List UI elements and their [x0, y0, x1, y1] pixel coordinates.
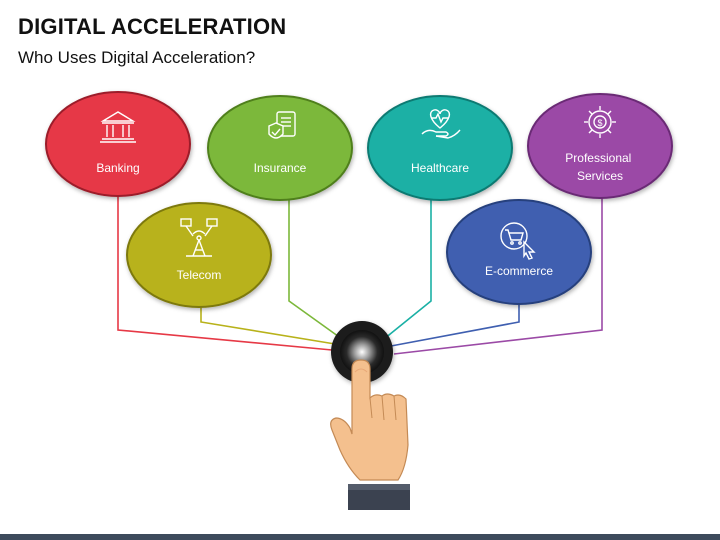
connectors: [117, 196, 603, 355]
node-e-commerce-bubble: [446, 199, 592, 305]
connector-professional-services: [393, 198, 603, 355]
svg-text:$: $: [597, 118, 602, 128]
telecom-tower-icon: [180, 218, 218, 257]
bank-icon: [100, 111, 136, 143]
node-telecom: Telecom: [126, 202, 272, 308]
page-title: DIGITAL ACCELERATION: [18, 14, 287, 39]
insurance-shield-icon: [268, 111, 296, 139]
node-label-line: Telecom: [177, 268, 222, 282]
health-heart-hand-icon: [421, 109, 461, 139]
node-label-line: Services: [577, 169, 623, 183]
pointing-hand-icon: [330, 359, 410, 510]
shopping-cart-cursor-icon: [500, 222, 536, 260]
node-label-line: Professional: [565, 151, 631, 165]
node-insurance-bubble: [207, 95, 353, 201]
node-insurance: Insurance: [207, 95, 353, 201]
node-healthcare-label: Healthcare: [411, 161, 469, 175]
node-label-line: E-commerce: [485, 264, 553, 278]
node-banking-label: Banking: [96, 161, 139, 175]
node-e-commerce: E-commerce: [446, 199, 592, 305]
node-e-commerce-label: E-commerce: [485, 264, 553, 278]
node-professional-services-label: Professional Services: [565, 151, 634, 183]
node-label-line: Banking: [96, 161, 139, 175]
connector-insurance: [288, 200, 343, 340]
node-telecom-bubble: [126, 202, 272, 308]
node-professional-services-bubble: [527, 93, 673, 199]
page-subtitle: Who Uses Digital Acceleration?: [18, 48, 256, 67]
node-healthcare: Healthcare: [367, 95, 513, 201]
connector-telecom: [200, 307, 336, 345]
node-professional-services: $ Professional Services: [527, 93, 673, 199]
bottom-bar: [0, 534, 720, 540]
node-label-line: Insurance: [254, 161, 307, 175]
node-telecom-label: Telecom: [177, 268, 222, 282]
node-banking: Banking: [45, 91, 191, 197]
gear-dollar-icon: $: [584, 106, 616, 138]
node-insurance-label: Insurance: [254, 161, 307, 175]
connector-banking: [117, 196, 333, 351]
node-banking-bubble: [45, 91, 191, 197]
node-label-line: Healthcare: [411, 161, 469, 175]
connector-e-commerce: [390, 305, 520, 347]
node-healthcare-bubble: [367, 95, 513, 201]
connector-healthcare: [383, 200, 432, 340]
central-hub: [331, 321, 393, 383]
